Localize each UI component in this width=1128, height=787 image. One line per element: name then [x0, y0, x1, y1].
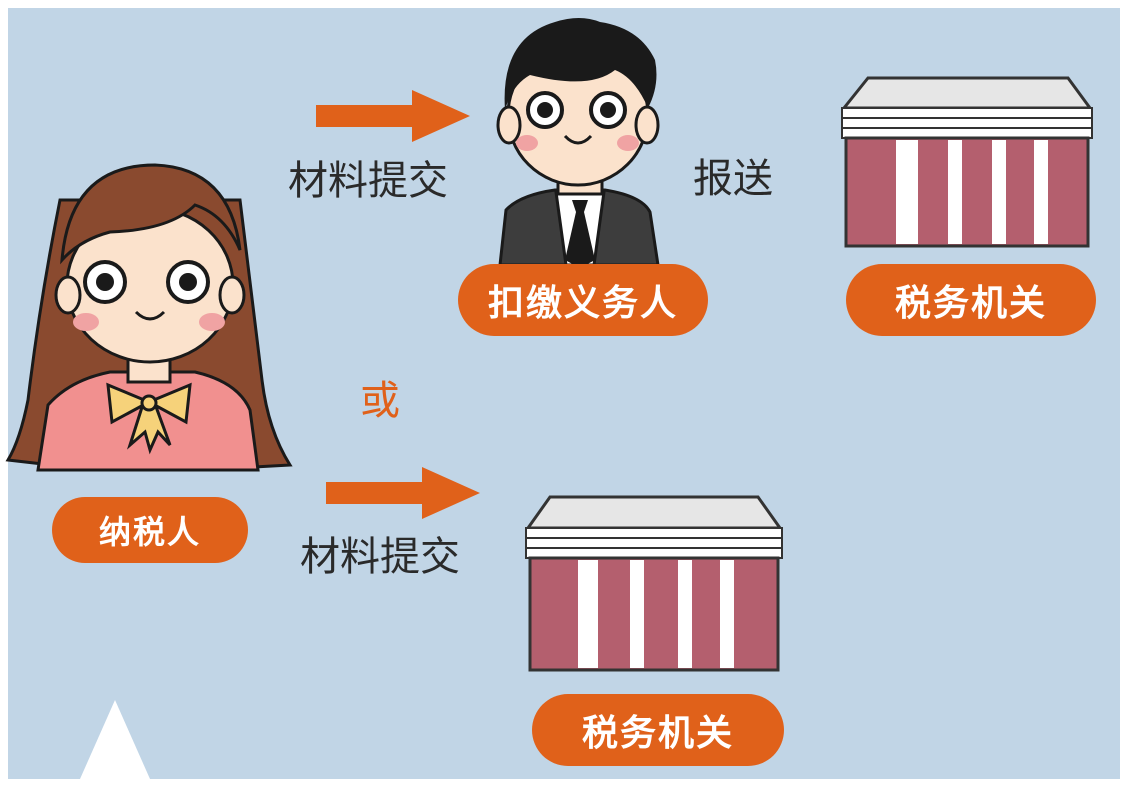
decorative-triangle: [80, 700, 150, 779]
node-tax-authority-top: 税务机关: [846, 264, 1096, 336]
node-taxpayer: 纳税人: [52, 497, 248, 563]
node-tax-authority-bottom: 税务机关: [532, 694, 784, 766]
edge-label-submit-top: 材料提交: [288, 158, 448, 204]
edge-label-report: 报送: [693, 156, 773, 202]
node-withholding-agent: 扣缴义务人: [458, 264, 708, 336]
arrow-right-icon: [326, 467, 480, 519]
arrow-right-icon: [316, 90, 470, 142]
male-agent-icon: [496, 18, 660, 268]
female-taxpayer-icon: [5, 163, 293, 472]
tax-office-building-icon: [525, 495, 783, 672]
edge-label-submit-bottom: 材料提交: [300, 534, 460, 580]
edge-label-or: 或: [360, 378, 400, 424]
tax-office-building-icon: [840, 76, 1093, 248]
